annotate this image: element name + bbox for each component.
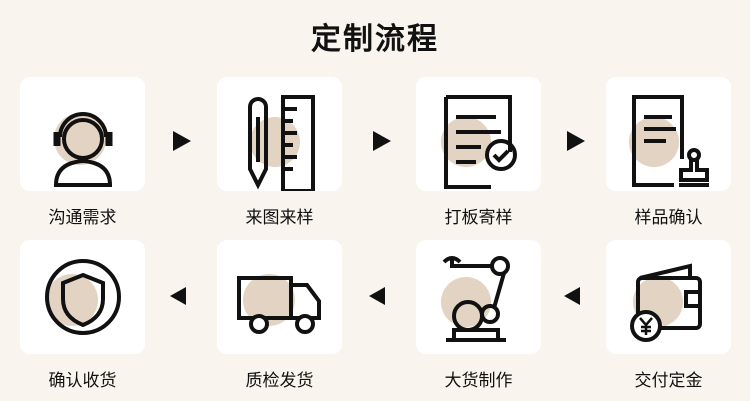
document-stamp-icon — [629, 95, 709, 187]
step-card-deposit — [606, 240, 731, 354]
step-label: 交付定金 — [634, 371, 703, 391]
delivery-truck-icon — [237, 274, 321, 334]
shield-icon — [45, 259, 121, 335]
step-label: 确认收货 — [48, 371, 117, 391]
step-card-receive — [20, 240, 145, 354]
page-title: 定制流程 — [311, 22, 439, 57]
step-label: 打板寄样 — [444, 208, 513, 228]
wallet-yuan-icon — [630, 263, 702, 342]
step-card-confirm-sample — [606, 77, 731, 191]
arrow-left-icon — [170, 287, 186, 305]
step-label: 样品确认 — [634, 208, 703, 228]
step-card-drawings — [217, 77, 342, 191]
pencil-ruler-icon — [248, 95, 315, 191]
document-check-icon — [441, 95, 517, 189]
step-card-production — [416, 240, 541, 354]
step-label: 质检发货 — [245, 371, 314, 391]
step-label: 来图来样 — [245, 208, 314, 228]
step-card-communicate — [20, 77, 145, 191]
arrow-left-icon — [564, 287, 580, 305]
arrow-left-icon — [369, 287, 385, 305]
arrow-right-icon — [373, 131, 391, 151]
headset-user-icon — [53, 112, 113, 187]
step-card-ship — [217, 240, 342, 354]
arrow-right-icon — [173, 131, 191, 151]
step-card-sample — [416, 77, 541, 191]
robot-arm-icon — [441, 256, 510, 342]
arrow-right-icon — [567, 131, 585, 151]
step-label: 沟通需求 — [48, 208, 117, 228]
step-label: 大货制作 — [444, 371, 513, 391]
